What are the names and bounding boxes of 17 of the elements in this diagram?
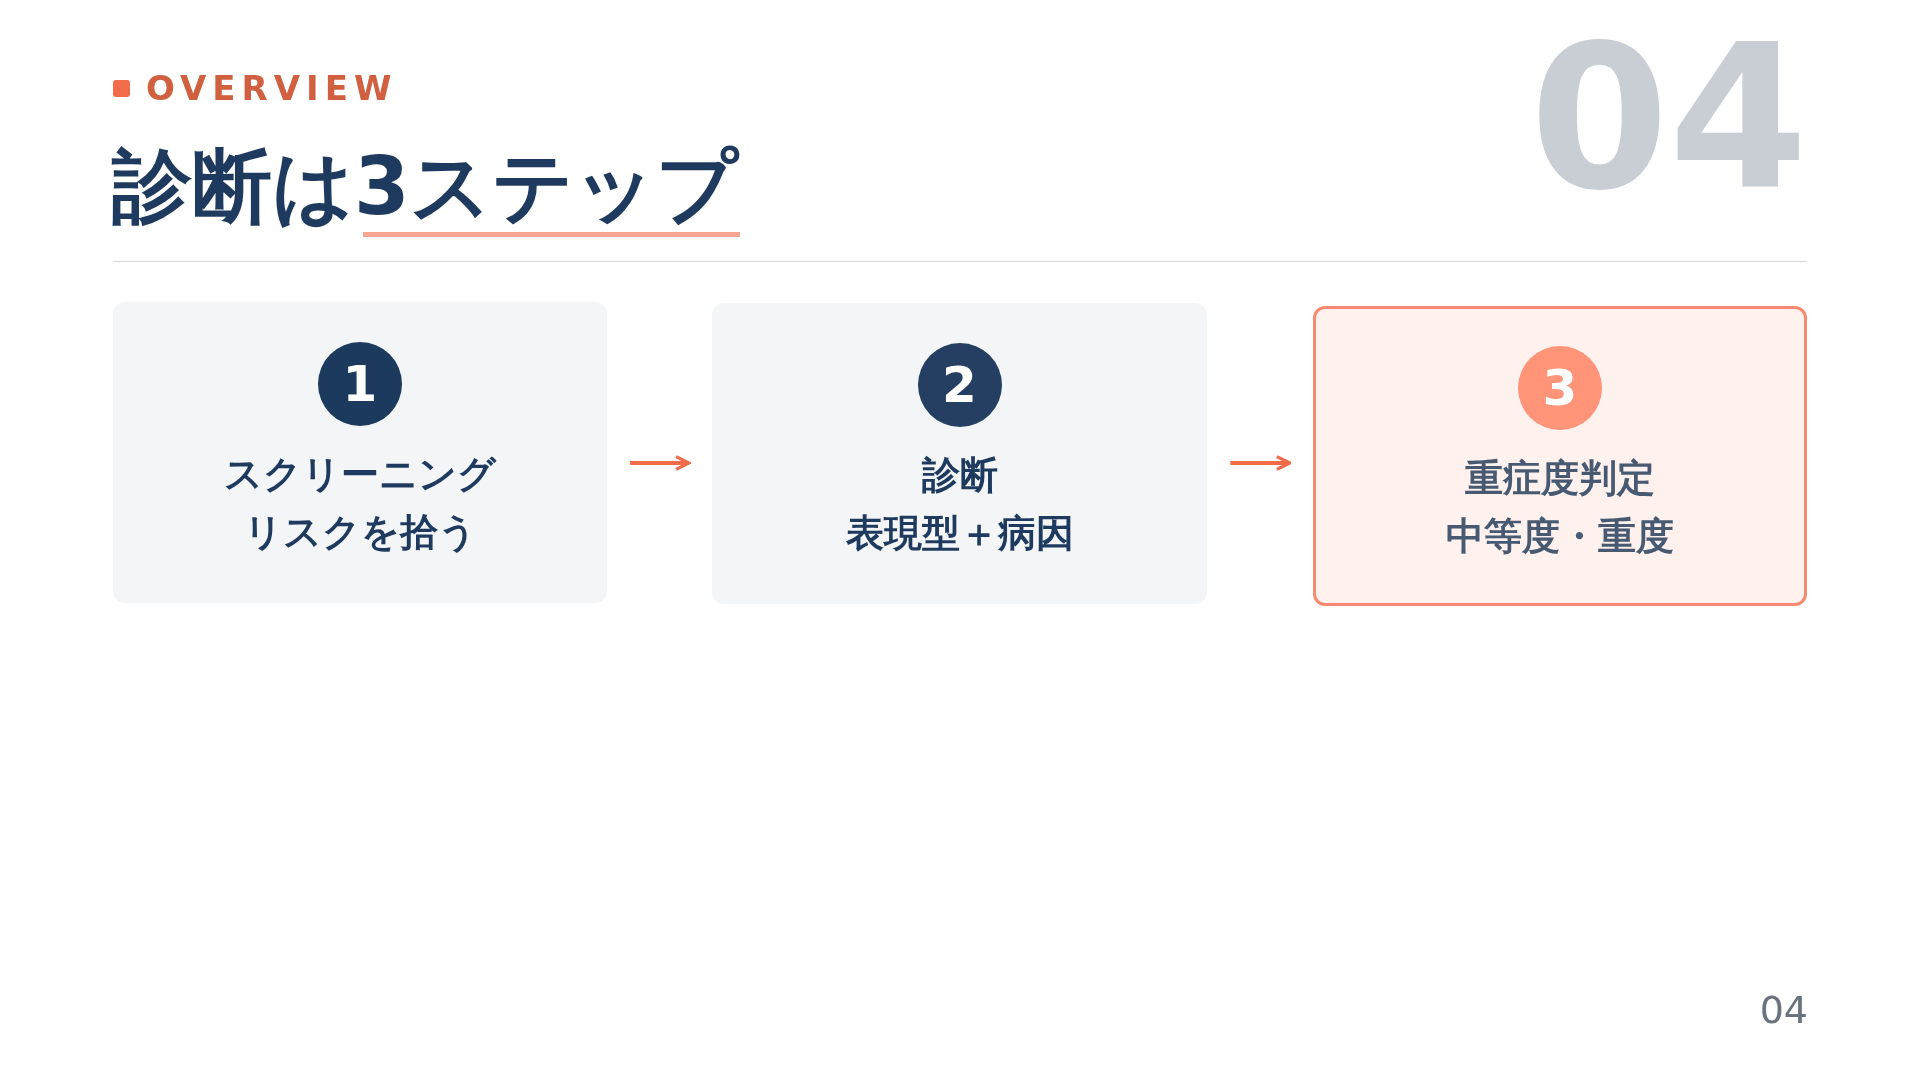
step-detail: 表現型＋病因: [844, 511, 1075, 557]
step-heading: スクリーニング: [223, 452, 498, 498]
step-card: [1313, 306, 1807, 606]
step-card: [712, 303, 1207, 604]
step-detail: リスクを拾う: [242, 510, 478, 556]
arrow: [630, 455, 691, 471]
step-heading: 診断: [920, 453, 999, 499]
footer-page-number: 04: [1759, 990, 1808, 1032]
step-number-badge: 2: [917, 343, 1002, 427]
step-number-badge: 3: [1518, 346, 1602, 430]
slide-title: 診断は3ステップ: [112, 143, 738, 231]
step-card: [113, 302, 607, 603]
step-detail: 中等度・重度: [1445, 514, 1675, 560]
step-number-badge: 1: [318, 342, 402, 426]
step-heading: 重症度判定: [1464, 456, 1656, 502]
section-label: OVERVIEW: [146, 70, 398, 108]
arrow: [1230, 455, 1292, 471]
